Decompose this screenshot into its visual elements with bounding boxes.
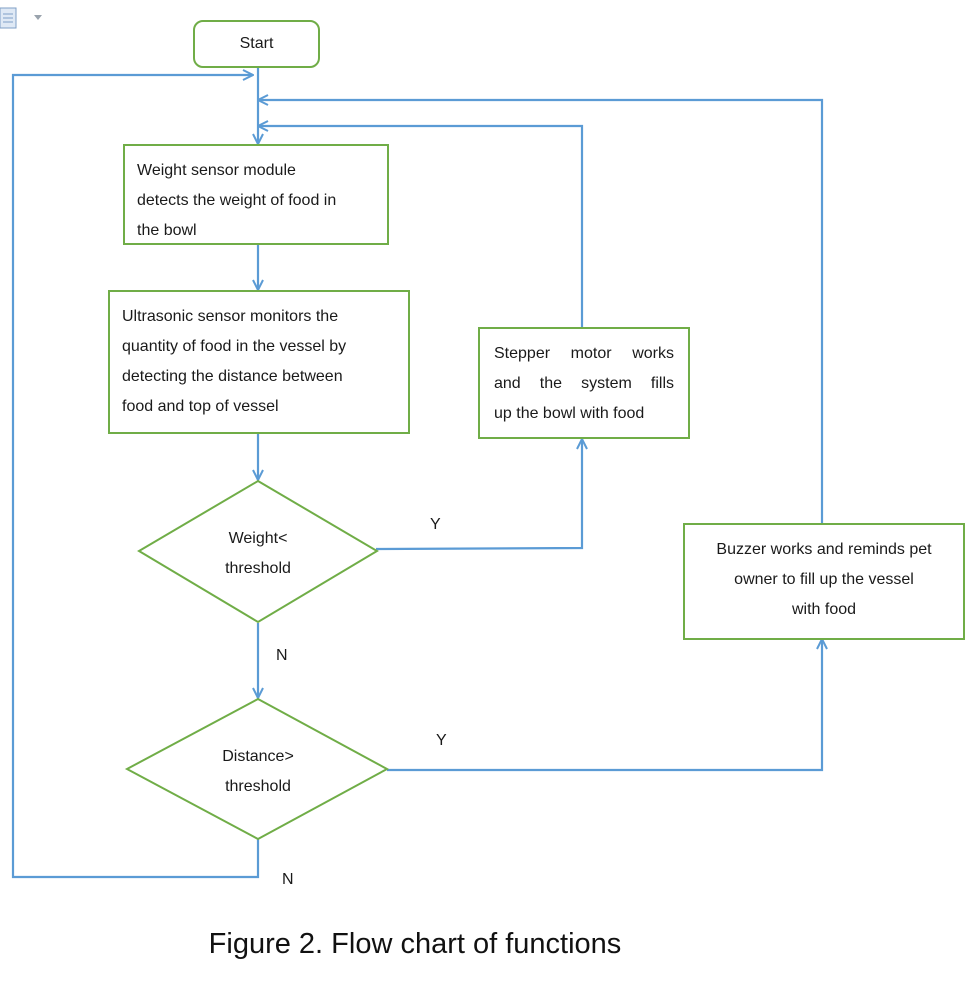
edge-stepper-return	[258, 126, 584, 327]
decision-weight-line: threshold	[225, 560, 291, 577]
weight-sensor-line: Weight sensor module	[137, 162, 296, 179]
decision-distance-diamond	[124, 697, 390, 841]
edge-buzzer-return	[258, 100, 824, 523]
ultrasonic-sensor-node: Ultrasonic sensor monitors the quantity …	[108, 290, 410, 434]
weight-sensor-line: detects the weight of food in	[137, 192, 337, 209]
edge-label-weight-yes: Y	[430, 516, 441, 533]
stepper-line: and the system fills	[494, 375, 674, 392]
edge-label-distance-yes: Y	[436, 732, 447, 749]
ultrasonic-line: detecting the distance between	[122, 368, 343, 385]
weight-sensor-node: Weight sensor module detects the weight …	[123, 144, 389, 245]
ultrasonic-line: Ultrasonic sensor monitors the	[122, 308, 339, 325]
ultrasonic-line: food and top of vessel	[122, 398, 279, 415]
start-node: Start	[193, 20, 320, 68]
weight-sensor-line: the bowl	[137, 222, 197, 239]
edge-label-distance-no: N	[282, 871, 294, 888]
stepper-line: Stepper motor works	[494, 345, 674, 362]
buzzer-line: owner to fill up the vessel	[734, 571, 914, 588]
stepper-line: up the bowl with food	[494, 405, 645, 422]
decision-distance-line: threshold	[225, 778, 291, 795]
edge-distance-yes-to-buzzer	[387, 639, 822, 772]
decision-weight-line: Weight<	[228, 530, 288, 547]
ultrasonic-line: quantity of food in the vessel by	[122, 338, 347, 355]
decision-weight-diamond	[137, 479, 379, 624]
figure-caption: Figure 2. Flow chart of functions	[208, 928, 622, 960]
buzzer-line: with food	[791, 601, 857, 618]
buzzer-node: Buzzer works and reminds pet owner to fi…	[683, 523, 965, 640]
edge-label-weight-no: N	[276, 647, 288, 664]
buzzer-line: Buzzer works and reminds pet	[716, 541, 932, 558]
document-icon	[0, 7, 42, 29]
start-label: Start	[239, 35, 274, 52]
stepper-motor-node: Stepper motor works and the system fills…	[478, 327, 690, 439]
decision-distance-label: Distance> threshold	[178, 742, 338, 802]
decision-distance-line: Distance>	[222, 748, 294, 765]
decision-weight-label: Weight< threshold	[178, 524, 338, 584]
edge-loop-distance-no	[11, 75, 260, 879]
edge-weight-yes-to-stepper	[375, 439, 582, 551]
